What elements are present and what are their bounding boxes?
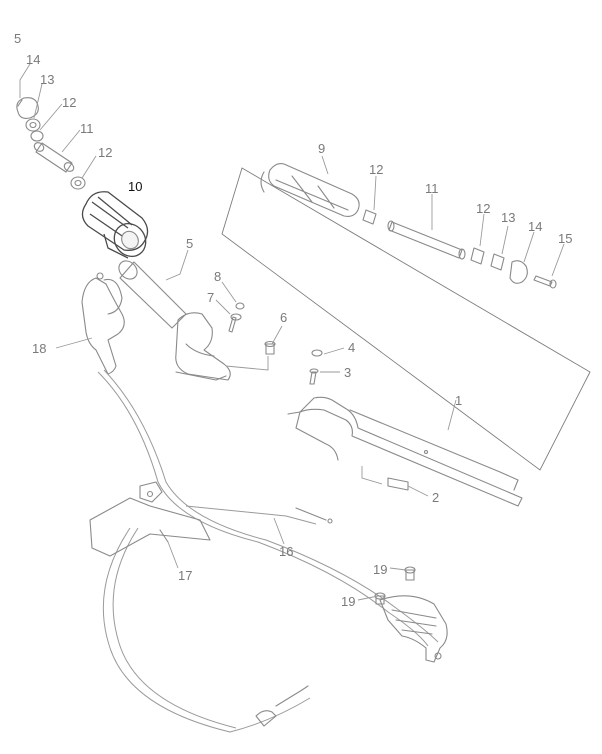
washer-4 (311, 349, 323, 357)
callout-10-highlighted: 10 (128, 179, 142, 194)
callout-4: 4 (348, 340, 355, 355)
right-bushing-12b (470, 247, 485, 265)
handlebar-1 (287, 396, 523, 507)
right-bushing-12a (362, 209, 377, 225)
callout-12-right-b: 12 (476, 201, 490, 216)
left-collar-13 (25, 118, 41, 132)
right-weight-rod-11 (387, 220, 466, 260)
throttle-cable-long (102, 527, 311, 733)
left-bushing-12b (70, 176, 86, 190)
callout-19-b: 19 (341, 594, 355, 609)
handlebar-assembly-box (221, 167, 591, 471)
callout-5-housing: 5 (186, 236, 193, 251)
screw-3 (309, 368, 319, 385)
screw-7 (228, 313, 242, 333)
cable-junction (379, 595, 448, 663)
bolt-15 (533, 275, 557, 289)
callout-18: 18 (32, 341, 46, 356)
bolt-2 (387, 477, 409, 491)
callout-11-left: 11 (80, 121, 94, 136)
left-bushing-12a (30, 130, 44, 142)
callout-17: 17 (178, 568, 192, 583)
callout-12-right-a: 12 (369, 162, 383, 177)
callout-13-left: 13 (40, 72, 54, 87)
washer-8 (235, 302, 245, 310)
callout-12-left-a: 12 (62, 95, 76, 110)
callout-12-left-b: 12 (98, 145, 112, 160)
callout-13-right: 13 (501, 210, 515, 225)
bracket-17 (89, 481, 211, 557)
right-collar-13 (490, 253, 505, 271)
callout-6: 6 (280, 310, 287, 325)
right-end-cap-14 (509, 260, 528, 284)
screw-6 (264, 340, 276, 355)
bolt-19b (374, 592, 386, 605)
callout-8: 8 (214, 269, 221, 284)
left-weight-rod-11 (33, 142, 75, 173)
throttle-housing-5 (118, 260, 231, 381)
lever-bracket-18 (81, 272, 125, 375)
callout-19-a: 19 (373, 562, 387, 577)
callout-5-top: 5 (14, 31, 21, 46)
callout-15: 15 (558, 231, 572, 246)
callout-11-right: 11 (425, 181, 439, 196)
left-end-cap-14 (16, 97, 39, 119)
callout-2: 2 (432, 490, 439, 505)
callout-14-right: 14 (528, 219, 542, 234)
callout-7: 7 (207, 290, 214, 305)
callout-1: 1 (455, 393, 462, 408)
callout-14-left: 14 (26, 52, 40, 67)
cable-16 (97, 369, 439, 647)
bolt-19a (404, 566, 416, 581)
callout-3: 3 (344, 365, 351, 380)
throttle-grip-10 (81, 191, 149, 259)
callout-16: 16 (279, 544, 293, 559)
callout-9: 9 (318, 141, 325, 156)
left-grip-9 (260, 163, 360, 217)
